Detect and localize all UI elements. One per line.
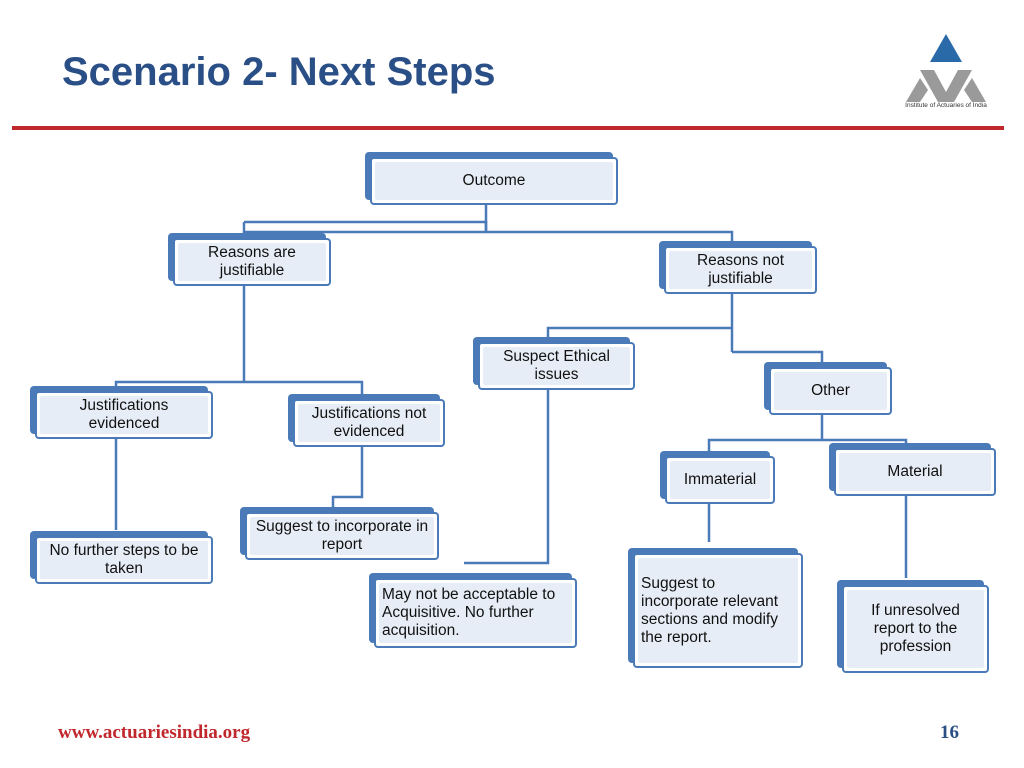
node-justifications-not-evidenced-label: Justifications not evidenced <box>311 405 427 440</box>
node-justifications-evidenced-label: Justifications evidenced <box>79 397 169 432</box>
connector-to-other <box>732 350 824 366</box>
node-other: Other <box>769 367 892 415</box>
node-suggest-incorporate-label: Suggest to incorporate in report <box>255 518 429 553</box>
node-material-label: Material <box>887 463 943 480</box>
node-if-unresolved: If unresolved report to the profession <box>842 585 989 673</box>
node-no-further-steps-label: No further steps to be taken <box>49 542 199 577</box>
node-suggest-relevant-label: Suggest to incorporate relevant sections… <box>641 574 778 646</box>
title-divider <box>12 126 1004 130</box>
connector-not-justifiable-split <box>546 326 732 340</box>
node-reasons-not-justifiable: Reasons not justifiable <box>664 246 817 294</box>
node-if-unresolved-label: If unresolved report to the profession <box>871 602 960 655</box>
node-may-not-be-acceptable-label: May not be acceptable to Acquisitive. No… <box>382 586 556 639</box>
connector-outcome-split <box>242 222 734 247</box>
footer-website-link[interactable]: www.actuariesindia.org <box>58 722 251 743</box>
node-reasons-justifiable-label: Reasons are justifiable <box>208 244 296 279</box>
node-no-further-steps: No further steps to be taken <box>35 536 213 584</box>
node-outcome-label: Outcome <box>462 172 526 189</box>
node-suggest-relevant: Suggest to incorporate relevant sections… <box>633 553 803 668</box>
node-reasons-not-justifiable-label: Reasons not justifiable <box>696 252 785 287</box>
connector-justifiable-split <box>114 380 364 398</box>
connector-outcome-bar <box>244 220 488 232</box>
node-other-label: Other <box>811 382 850 399</box>
node-suspect-ethical-label: Suspect Ethical issues <box>503 348 610 383</box>
node-may-not-be-acceptable: May not be acceptable to Acquisitive. No… <box>374 578 577 648</box>
connector-other-split <box>707 438 908 452</box>
slide-title: Scenario 2- Next Steps <box>62 50 496 94</box>
node-suggest-incorporate: Suggest to incorporate in report <box>245 512 439 560</box>
node-material: Material <box>834 448 996 496</box>
node-outcome: Outcome <box>370 157 618 205</box>
logo-caption: Institute of Actuaries of India <box>905 102 987 109</box>
connector-not-evidenced-down <box>331 446 364 512</box>
node-reasons-justifiable: Reasons are justifiable <box>173 238 331 286</box>
page-number: 16 <box>940 722 959 743</box>
node-justifications-not-evidenced: Justifications not evidenced <box>293 399 445 447</box>
node-justifications-evidenced: Justifications evidenced <box>35 391 213 439</box>
institute-logo <box>906 34 986 102</box>
node-immaterial-label: Immaterial <box>683 471 757 488</box>
node-suspect-ethical: Suspect Ethical issues <box>478 342 635 390</box>
connector-ethical-down <box>464 389 550 565</box>
node-immaterial: Immaterial <box>665 456 775 504</box>
